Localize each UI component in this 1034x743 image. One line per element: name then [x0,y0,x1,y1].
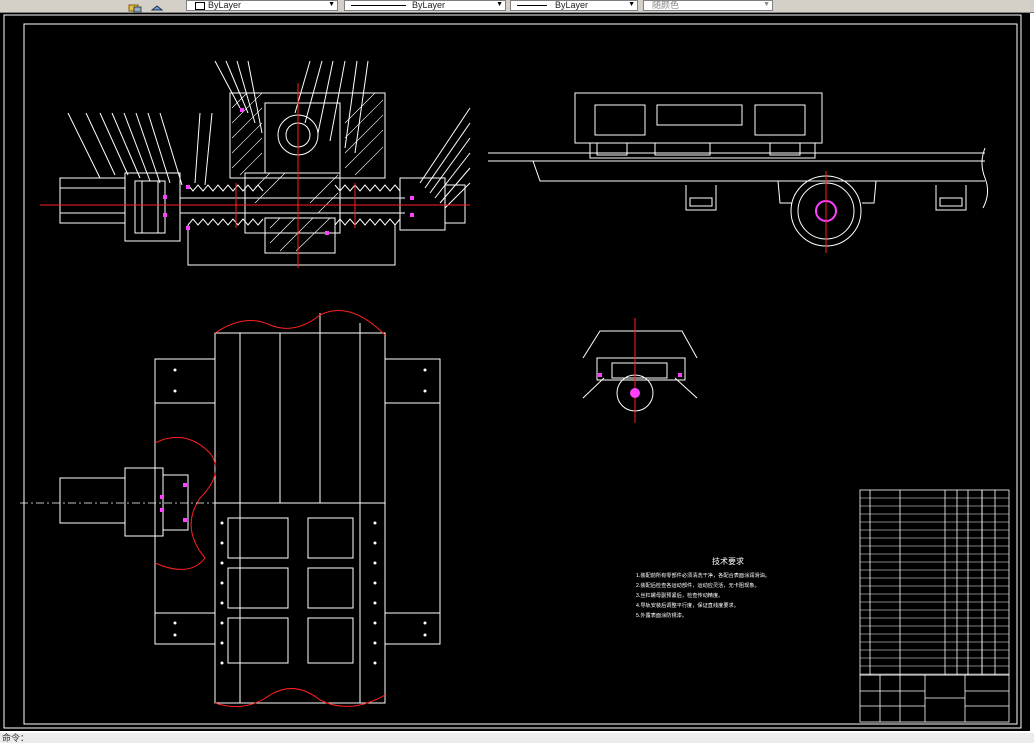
detail-section-view [582,330,698,412]
bearing-seal-marks [163,108,414,235]
chevron-down-icon: ▼ [763,1,770,8]
lineweight-control-value: ByLayer [555,0,589,10]
ballscrew-section-view [59,60,471,266]
centerlines [40,83,470,268]
tech-req-line-1: 1.装配前所有零部件必须清洗干净，各配合表面涂润滑油。 [636,571,770,579]
platform-side-view [488,92,989,247]
plan-breaklines [154,310,386,708]
properties-toolbar: ByLayer ▼ ByLayer ▼ ByLayer ▼ 随颜色 ▼ [0,0,1034,13]
cad-drawing: 技术要求 1.装配前所有零部件必须清洗干净，各配合表面涂润滑油。 2.装配后检查… [3,14,1022,729]
outer-border [3,14,1022,729]
title-block [859,674,1010,723]
linetype-control-dropdown[interactable]: ByLayer ▼ [344,0,506,11]
layer-state-icon[interactable] [128,0,142,13]
chevron-down-icon: ▼ [328,1,335,8]
tech-req-line-3: 3.丝杠螺母副预紧后，检查传动精度。 [636,591,723,599]
section-hatching [231,92,384,252]
plot-style-dropdown[interactable]: 随颜色 ▼ [643,0,773,11]
plan-view [59,313,441,704]
inner-border [23,23,1018,725]
drawing-canvas[interactable]: 技术要求 1.装配前所有零部件必须清洗干净，各配合表面涂润滑油。 2.装配后检查… [0,13,1030,731]
tech-req-line-4: 4.导轨安装后调整平行度，保证直线度要求。 [636,601,739,609]
tech-req-title: 技术要求 [712,556,744,566]
command-line[interactable]: 命令： [0,733,1034,743]
linetype-control-value: ByLayer [412,0,446,10]
layer-previous-icon[interactable] [150,0,164,11]
color-control-dropdown[interactable]: ByLayer ▼ [186,0,338,11]
chevron-down-icon: ▼ [496,1,503,8]
plan-bolt-holes [173,368,427,665]
plan-marks [160,483,187,522]
plot-style-value: 随颜色 [652,0,680,10]
color-control-value: ByLayer [208,0,242,10]
parts-list-table [859,489,1010,676]
tech-req-line-5: 5.外露表面涂防锈漆。 [636,611,687,619]
parts-list-rows [860,497,1009,675]
detail-marks [598,373,682,398]
lineweight-control-dropdown[interactable]: ByLayer ▼ [510,0,638,11]
command-prompt: 命令： [2,733,30,743]
chevron-down-icon: ▼ [628,1,635,8]
tech-req-line-2: 2.装配后检查各运动部件，运动应灵活，无卡阻现象。 [636,581,760,589]
